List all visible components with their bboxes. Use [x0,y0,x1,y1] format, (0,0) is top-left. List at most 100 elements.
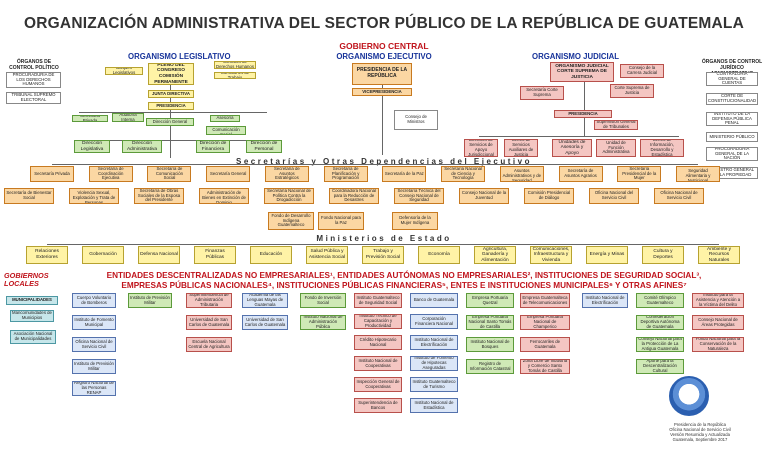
organismo-ejecutivo-heading: ORGANISMO EJECUTIVO [336,52,432,61]
secretaria-row2-2: Secretaría de Obras Sociales de la Espos… [134,188,184,204]
secretaria-row1-3: Secretaría General [206,166,251,182]
footer-line-2: Versión Resumida y Actualizada [670,432,730,438]
judicial-unidad-3: Unidad de Función Administrativa [596,139,636,157]
vicepresidencia-box: VICEPRESIDENCIA [352,88,412,96]
entity-c9-1: Empresa Portuaria Nacional de Champerico [520,315,570,330]
municipalidades-box: MUNICIPALIDADES [6,296,58,305]
secretaria-corte-box: Secretaría Corte Suprema [520,86,564,100]
entity-c1-2: Oficina Nacional de Servicio Civil [72,337,116,352]
secretaria-row1-0: Secretaría Privada [30,166,74,182]
anam-box: Asociación Nacional de Municipalidades [10,330,56,344]
entity-c5-1: Instituto Nacional de Administración Púb… [300,315,346,330]
secretaria-row1-1: Secretaría de Coordinación Ejecutiva [88,166,133,182]
right-box-3: PROCURADURÍA GENERAL DE LA NACIÓN [706,147,758,161]
entity-c6-0: Instituto Guatemalteco de Seguridad Soci… [354,293,402,308]
secretaria-row1-5: Secretaría de Planificación y Programaci… [323,166,368,182]
entity-c7-5: Instituto Nacional de Estadística [410,398,458,413]
presidencia-legislativo-box: PRESIDENCIA [148,102,194,110]
secretaria-row1-11: Secretaría de Seguridad Alimentaria y Nu… [676,166,720,182]
secretaria-row2-1: Secretaría contra la Violencia Sexual, E… [69,188,119,204]
entity-c12-0: Instituto para la Asistencia y Atención … [692,293,744,308]
entity-c3-0: Superintendencia de Administración Tribu… [186,293,232,308]
entity-c8-3: Registro de Información Catastral [466,359,514,374]
presidencia-judicial-box: PRESIDENCIA [554,110,612,118]
entity-c7-0: Banco de Guatemala [410,293,458,308]
asesoria-leg-box: Asesoría [210,115,240,122]
mancomunidades-box: Mancomunidades de Municipios [10,310,54,322]
entity-c3-1: Universidad de San Carlos de Guatemala [186,315,232,330]
ministerio-5: Salud Pública y Asistencia Social [306,246,348,264]
secretaria-row1-6: Secretaría de la Paz [382,166,427,182]
direccion-general-leg-box: Dirección General [146,118,194,126]
secretaria-row2-4: Secretaría Nacional de Política Contra l… [264,188,314,204]
secretaria-row3-2: Defensoría de la Mujer Indígena [392,212,438,230]
secretaria-row1-2: Secretaría de Comunicación Social [147,166,192,182]
dir-personal-box: Dirección de Personal [246,140,282,153]
entity-c3-2: Escuela Nacional Central de Agricultura [186,337,232,352]
entity-c9-2: Ferrocarriles de Guatemala [520,337,570,352]
right-box-0: CONTRALORÍA GENERAL DE CUENTAS [706,72,758,86]
ministerio-1: Gobernación [82,246,124,264]
secretaria-row3-1: Fondo Nacional para la Paz [318,212,364,230]
entity-c12-1: Consejo Nacional de Áreas Protegidas [692,315,744,330]
footer-line-1: Oficina Nacional de Servicio Civil [669,427,731,433]
bloques-box: Bloques Legislativos [105,67,143,75]
secretaria-row1-7: Secretaría Nacional de Ciencia y Tecnolo… [441,166,486,182]
judicial-unidad-4: Centro de Información, Desarrollo y Esta… [640,139,684,157]
secretarias-heading: Secretarías y Otras Dependencias del Eje… [236,157,532,166]
entity-c11-3: Aporte para la Descentralización Cultura… [636,359,684,374]
entity-c11-0: Comité Olímpico Guatemalteco [636,293,684,308]
secretaria-row2-0: Secretaría de Bienestar Social [4,188,54,204]
secretaria-row2-6: Secretaría Técnica del Consejo Nacional … [394,188,444,204]
entity-c7-3: Instituto de Fomento de Hipotecas Asegur… [410,356,458,371]
ministerio-7: Economía [418,246,460,264]
ministerio-0: Relaciones Exteriores [26,246,68,264]
entity-c7-1: Corporación Financiera Nacional [410,314,458,329]
judicial-unidad-1: Centro de Servicios Auxiliares de Justic… [504,139,538,157]
entity-c8-2: Instituto Nacional de Bosques [466,337,514,352]
entity-c8-0: Empresa Portuaria Quetzal [466,293,514,308]
entity-c9-0: Empresa Guatemalteca de Telecomunicacion… [520,293,570,308]
entity-c5-0: Fondo de Inversión Social [300,293,346,308]
tse-box: TRIBUNAL SUPREMO ELECTORAL [6,92,61,104]
consejo-carrera-box: Consejo de la Carrera Judicial [620,64,664,78]
entity-c7-4: Instituto Guatemalteco de Turismo [410,377,458,392]
judicial-unidad-2: Unidades de Asesoría y Apoyo [552,139,592,157]
entity-c11-2: Consejo Nacional para la Protección de L… [636,337,684,352]
entity-c6-1: Instituto Técnico de Capacitación y Prod… [354,314,402,329]
ministerio-2: Defensa Nacional [138,246,180,264]
entity-c2-0: Instituto de Previsión Militar [128,293,172,308]
footer-line-0: Presidencia de la República [674,422,726,427]
organismo-legislativo-heading: ORGANISMO LEGISLATIVO [128,52,231,61]
entity-c1-0: Cuerpo Voluntario de Bomberos [72,293,116,308]
dir-financiera-box: Dirección de Financiera [196,140,230,153]
left-sidebar-heading: ÓRGANOS DE CONTROL POLÍTICO [9,59,59,71]
supervision-box: Supervisión General de Tribunales [594,120,638,130]
secretaria-row1-8: Secretaría de Asuntos Administrativos y … [499,166,544,182]
entity-c6-5: Superintendencia de Bancos [354,398,402,413]
ministerio-10: Energía y Minas [586,246,628,264]
comision-ddhh-box: Comisión de Derechos Humanos [214,61,256,69]
secretaria-row2-10: Oficina Nacional de Servicio Civil [654,188,704,204]
entity-c12-2: Fondo Nacional para la Conservación de l… [692,337,744,352]
ministerio-11: Cultura y Deportes [642,246,684,264]
secretaria-row2-5: Coordinadora Nacional para la Reducción … [329,188,379,204]
secretaria-row1-4: Secretaría de Asuntos Estratégicos [264,166,309,182]
footer: Presidencia de la República Oficina Naci… [640,422,760,442]
entity-c7-2: Instituto Nacional de Electrificación [410,335,458,350]
secretaria-privada-leg-box: Secretaría Privada [72,115,108,122]
gobierno-central-heading: GOBIERNO CENTRAL [339,41,429,51]
ministerio-12: Ambiente y Recursos Naturales [698,246,740,264]
entity-c1-1: Instituto de Fomento Municipal [72,315,116,330]
entity-c4-1: Universidad de San Carlos de Guatemala [242,315,288,330]
judicial-unidad-0: Dirección de Servicios de Apoyo Jurisdic… [464,139,498,157]
camara-box: Corte Suprema de Justicia [610,84,654,98]
gobiernos-locales-heading: GOBIERNOS LOCALES [4,271,49,289]
secretaria-row1-10: Secretaría Presidencial de la Mujer [617,166,662,182]
entity-c8-1: Empresa Portuaria Nacional Santo Tomás d… [466,315,514,330]
entity-c1-3: Instituto de Previsión Militar [72,359,116,374]
pdh-box: PROCURADURÍA DE LOS DERECHOS HUMANOS [6,72,61,88]
entity-c1-4: Registro Nacional de las Personas RENAP [72,381,116,396]
entity-c10-0: Instituto Nacional de Electrificación [582,293,628,308]
entity-c6-2: Crédito Hipotecario Nacional [354,335,402,350]
